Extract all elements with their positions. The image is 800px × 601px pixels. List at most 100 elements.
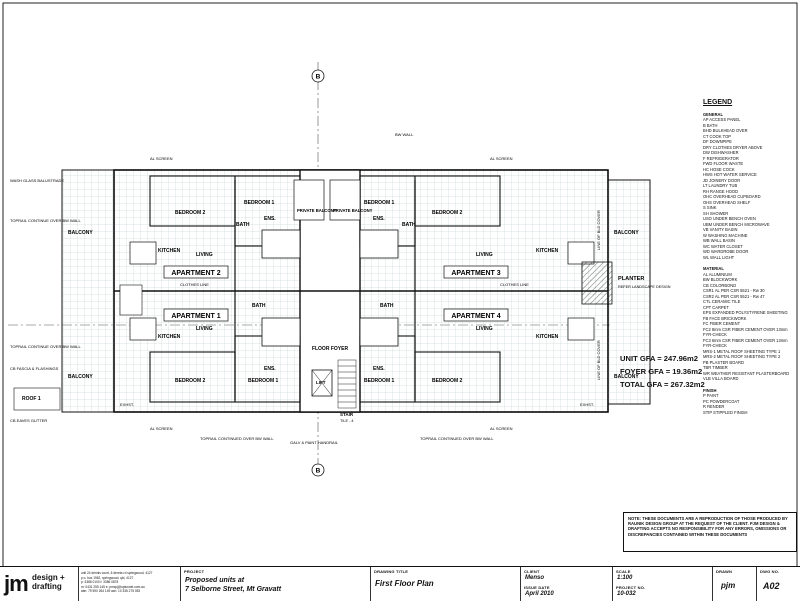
legend-material-title: MATERIAL (703, 266, 724, 271)
svg-text:REFER LANDSCAPE DESIGN: REFER LANDSCAPE DESIGN (618, 285, 671, 289)
room-label: BEDROOM 2 (175, 378, 206, 384)
room-label: KITCHEN (536, 334, 559, 340)
svg-text:CLOTHES LINE: CLOTHES LINE (500, 282, 529, 287)
dwg-no-cell: DWG No. A02 (756, 567, 800, 601)
svg-text:EXHST.: EXHST. (580, 402, 594, 407)
legend-item: FB FACE BRICKWORK (703, 315, 747, 321)
legend-item: FWD FLOOR WASTE (703, 161, 744, 166)
svg-text:AL SCREEN: AL SCREEN (150, 426, 173, 431)
apartment-3-label: APARTMENT 3 (451, 270, 500, 277)
legend-item: FC FIBER CEMENT (703, 321, 741, 326)
room-label: KITCHEN (158, 334, 181, 340)
legend-item: PB PLASTER BOARD (703, 359, 744, 365)
room-label: PRIVATE BALCONY (333, 208, 373, 213)
legend-item: EPS EXPANDED POLYSTYRENE SHEETING (703, 310, 788, 315)
svg-text:ROOF 1: ROOF 1 (22, 396, 41, 402)
svg-text:TOPRAIL CONTINUED OVER BW WALL: TOPRAIL CONTINUED OVER BW WALL (200, 436, 274, 441)
company-name: design + drafting (32, 573, 65, 591)
project-cell: PROJECT Proposed units at 7 Selborne Str… (180, 567, 370, 601)
drawing-title-cell: DRAWING TITLE First Floor Plan (370, 567, 520, 601)
svg-text:B: B (316, 468, 321, 475)
svg-text:LINE OF BLD COVER: LINE OF BLD COVER (596, 340, 601, 380)
legend-item: W WASHING MACHINE (703, 232, 748, 238)
room-label: BATH (252, 303, 266, 309)
room-label: BALCONY (68, 374, 93, 380)
section-marker-top: B (311, 69, 325, 83)
legend-item: CPT CARPET (703, 304, 729, 310)
room-label: BATH (236, 222, 250, 228)
legend-item: CSR2 AL PER CSR 5521 - Rw 47 (703, 293, 765, 299)
legend-item: DRY CLOTHES DRYER ABOVE (703, 144, 763, 150)
building-footprint (61, 169, 651, 413)
legend-item: WC WATER CLOSET (703, 243, 743, 249)
room-label: ENS. (373, 366, 385, 372)
room-label: BEDROOM 2 (432, 210, 463, 216)
legend-item: STIP STIPPLED FINISH (703, 409, 748, 415)
room-label: ENS. (264, 366, 276, 372)
room-label: TILE - 4 (340, 419, 354, 423)
room-label: KITCHEN (158, 248, 181, 254)
legend-item: WB WALL BASIN (703, 238, 735, 243)
legend-item: AL ALUMINIUM (703, 271, 732, 277)
room-label: LIVING (196, 252, 213, 258)
room-label: ENS. (373, 216, 385, 222)
legend-item: HC HOSE COCK (703, 166, 735, 172)
legend-item: RH RANGE HOOD (703, 188, 739, 194)
apartment-2-label: APARTMENT 2 (171, 270, 220, 277)
legend-item: PC POWDERCOAT (703, 398, 740, 404)
legend-item: CB COLORBOND (703, 282, 737, 288)
room-label: PRIVATE BALCONY (297, 208, 337, 213)
svg-text:CLOTHES LINE: CLOTHES LINE (180, 282, 209, 287)
svg-text:AL SCREEN: AL SCREEN (150, 156, 173, 161)
legend-item: AP ACCESS PANEL (703, 117, 741, 122)
legend-item: VLB VILLA BOARD (703, 376, 739, 381)
svg-text:LINE OF BLD COVER: LINE OF BLD COVER (596, 210, 601, 250)
drawn-cell: DRAWN pjm (712, 567, 756, 601)
legend-item: P PAINT (703, 393, 719, 398)
legend-item: WD WARDROBE DOOR (703, 249, 749, 254)
legend-item: JD JOINERY DOOR (703, 177, 741, 183)
legend-item: WL WALL LIGHT (703, 254, 735, 260)
svg-text:TOPRAIL CONTINUED OVER BW WALL: TOPRAIL CONTINUED OVER BW WALL (420, 436, 494, 441)
legend-item: CSR1 AL PER CSR 5521 - Rw 30 (703, 288, 765, 293)
legend-item: WR WEATHER RESISTANT PLASTERBOARD (703, 370, 790, 376)
legend-item: FC3 6mm CSR FIBER CEMENT OVER 13mm FYR-C… (703, 337, 788, 349)
svg-text:BW WALL: BW WALL (395, 132, 414, 137)
svg-text:AL SCREEN: AL SCREEN (490, 156, 513, 161)
room-label: BEDROOM 1 (248, 378, 279, 384)
foyer-gfa: FOYER GFA = 19.36m2 (620, 367, 703, 376)
room-label: BATH (380, 303, 394, 309)
room-label: BEDROOM 1 (244, 200, 275, 206)
legend-item: UBM UNDER BENCH MICROWAVE (703, 221, 770, 227)
legend-item: OHC OVERHEAD CUPBOARD (703, 194, 761, 199)
legend-item: FC2 8mm CSR FIBER CEMENT OVER 13mm FYR-C… (703, 326, 788, 338)
svg-text:PLANTER: PLANTER (618, 276, 644, 282)
legend-item: USO UNDER BENCH OVEN (703, 216, 756, 221)
room-label: FLOOR FOYER (312, 346, 349, 352)
client-cell: CLIENT Menso ISSUE DATE April 2010 (520, 567, 612, 601)
disclaimer-note: NOTE: THESE DOCUMENTS ARE A REPRODUCTION… (623, 512, 797, 552)
svg-text:TOPRAIL CONTINUE OVER BW WALL: TOPRAIL CONTINUE OVER BW WALL (10, 344, 82, 349)
planter: PLANTER REFER LANDSCAPE DESIGN (581, 261, 671, 305)
company-address: unit 24 dennis court, 6 dennis rd spring… (78, 567, 180, 601)
legend-item: OHS OVERHEAD SHELF (703, 199, 751, 205)
svg-text:AL SCREEN: AL SCREEN (490, 426, 513, 431)
room-label: BALCONY (614, 374, 639, 380)
svg-text:B: B (316, 74, 321, 81)
section-marker-bottom: B (311, 463, 325, 477)
room-label: STAIR (340, 412, 354, 417)
room-label: LIVING (476, 326, 493, 332)
room-label: BATH (402, 222, 416, 228)
legend-item: HWS HOT WATER SERVICE (703, 172, 757, 177)
svg-text:CB FASCIA & FLASHINGS: CB FASCIA & FLASHINGS (10, 366, 59, 371)
legend-finish-title: FINISH (703, 387, 717, 393)
legend-item: LT LAUNDRY TUB (703, 183, 738, 188)
room-label: BALCONY (614, 230, 639, 236)
legend-item: R RENDER (703, 404, 725, 409)
legend-item: CTL CERAMIC TILE (703, 299, 741, 304)
svg-text:GALV & PAINT HANDRAIL: GALV & PAINT HANDRAIL (290, 440, 339, 445)
